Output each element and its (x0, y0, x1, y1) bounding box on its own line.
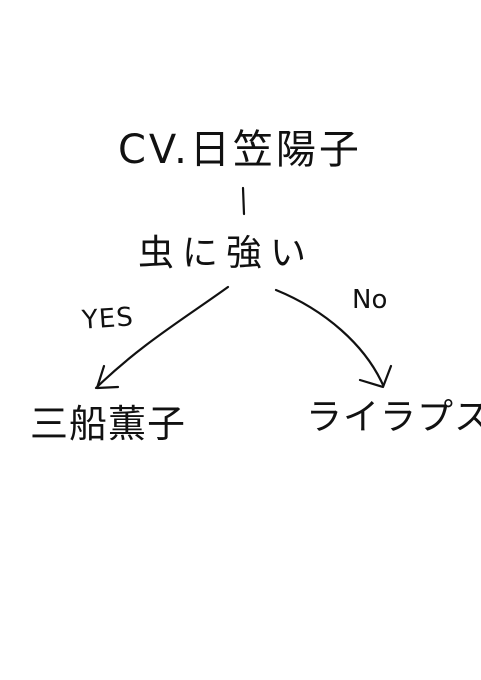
root-node-label: CV.日笠陽子 (118, 127, 362, 173)
no-branch-arrow-head (358, 364, 393, 389)
yes-leaf-node-label: 三船薫子 (30, 402, 187, 446)
yes-branch-arrow-head (95, 364, 120, 390)
no-leaf-node-label: ライラプス (306, 397, 481, 438)
yes-branch-arrow-line (94, 285, 230, 390)
no-branch-arrow-line (274, 288, 385, 387)
root-to-question-line (241, 186, 246, 216)
no-edge-label: No (352, 285, 388, 315)
question-node-label: 虫に強い (138, 233, 315, 274)
yes-edge-label: YES (81, 302, 135, 336)
